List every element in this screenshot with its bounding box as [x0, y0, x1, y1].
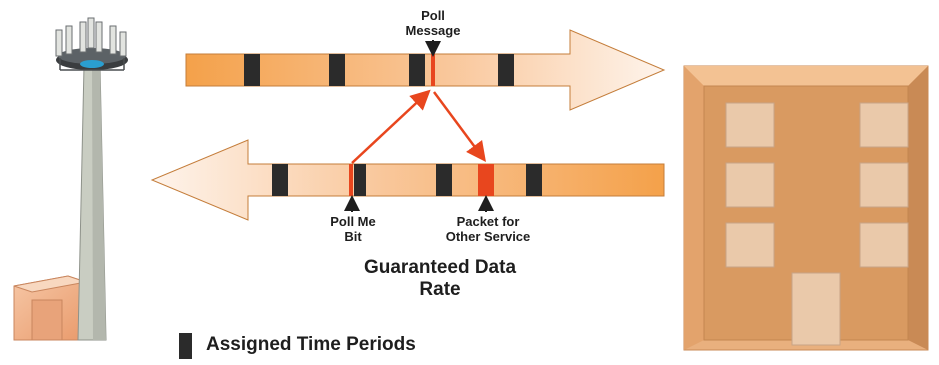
poll-me-bit-marker [349, 164, 353, 196]
poll-message-marker [431, 54, 435, 86]
legend-swatch [179, 333, 192, 359]
time-slot [526, 164, 542, 196]
guaranteed-data-rate-title: Guaranteed Data Rate [330, 257, 550, 301]
title-line-2: Rate [419, 279, 461, 300]
packet-line-1: Packet for [456, 214, 520, 229]
grant-arrow [432, 91, 486, 163]
uplink-time-slots [272, 164, 542, 196]
time-slot [329, 54, 345, 86]
title-line-1: Guaranteed Data [363, 257, 517, 278]
legend-label: Assigned Time Periods [206, 334, 506, 356]
uplink-arrow [150, 139, 665, 221]
signal-arrows [351, 89, 486, 164]
time-slot [244, 54, 260, 86]
legend-text: Assigned Time Periods [206, 334, 416, 355]
poll-me-bit-line-1: Poll Me [330, 214, 376, 229]
time-slot [354, 164, 366, 196]
poll-message-label: Poll Message [398, 8, 468, 38]
poll-message-line-1: Poll [421, 8, 445, 23]
time-slot [272, 164, 288, 196]
cell-tower-icon [13, 17, 128, 341]
building-icon [683, 65, 929, 351]
poll-request-arrow [351, 89, 431, 164]
other-service-packet [478, 164, 494, 196]
poll-message-line-2: Message [405, 23, 461, 38]
time-slot [436, 164, 452, 196]
packet-label: Packet for Other Service [440, 214, 536, 244]
time-slot [409, 54, 425, 86]
packet-line-2: Other Service [445, 229, 531, 244]
downlink-time-slots [244, 54, 514, 86]
poll-me-bit-label: Poll Me Bit [322, 214, 384, 244]
poll-me-bit-line-2: Bit [344, 229, 362, 244]
label-pointers [344, 40, 494, 212]
time-slot [498, 54, 514, 86]
